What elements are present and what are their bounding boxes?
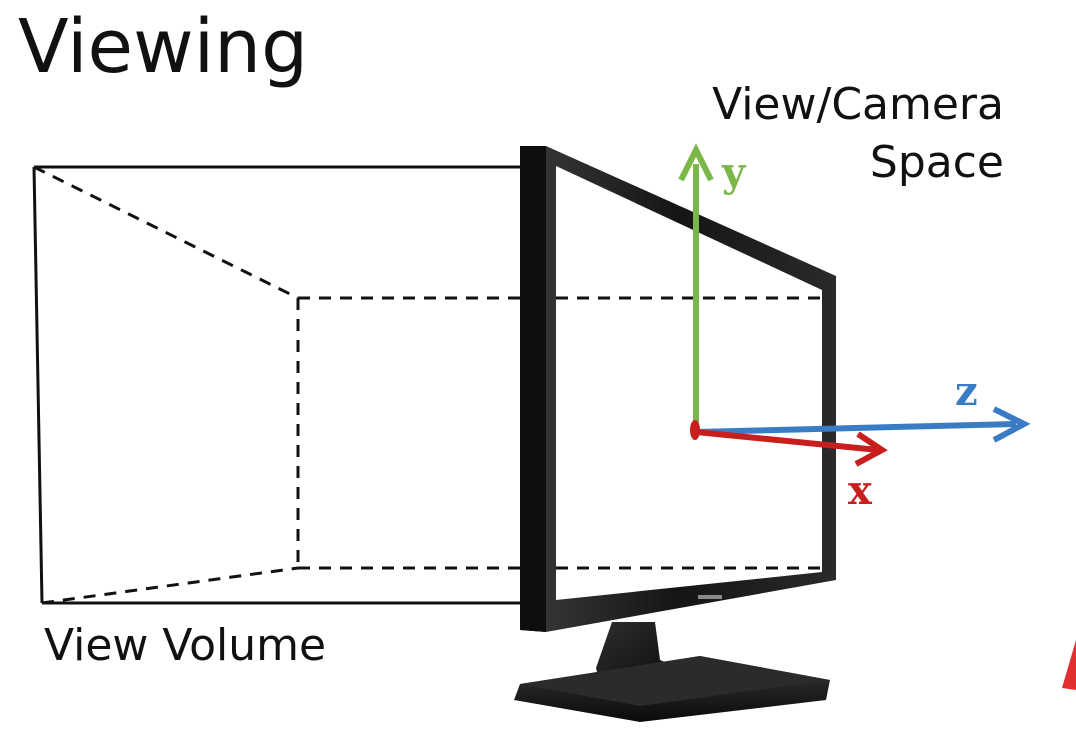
slide-title: Viewing	[18, 4, 309, 90]
volume-bottom-diagonal	[41, 566, 299, 605]
edge-red-fragment	[1062, 640, 1076, 690]
z-axis: z	[695, 368, 1031, 443]
x-axis-label: x	[848, 467, 873, 514]
x-axis: x	[695, 429, 888, 514]
volume-top-diagonal	[33, 165, 299, 300]
monitor	[514, 146, 836, 722]
camera-space-label: View/Camera Space	[712, 76, 1004, 192]
camera-space-label-line2: Space	[869, 137, 1004, 188]
monitor-screen	[556, 166, 822, 600]
camera-space-label-line1: View/Camera	[712, 79, 1004, 130]
origin-point	[690, 420, 700, 440]
z-axis-label: z	[955, 368, 978, 415]
volume-back-left-edge	[32, 166, 44, 604]
y-axis: y	[678, 143, 747, 430]
monitor-logo	[698, 595, 722, 599]
y-axis-label: y	[721, 149, 747, 196]
axes: y z x	[678, 143, 1031, 514]
view-volume-label: View Volume	[44, 620, 327, 671]
